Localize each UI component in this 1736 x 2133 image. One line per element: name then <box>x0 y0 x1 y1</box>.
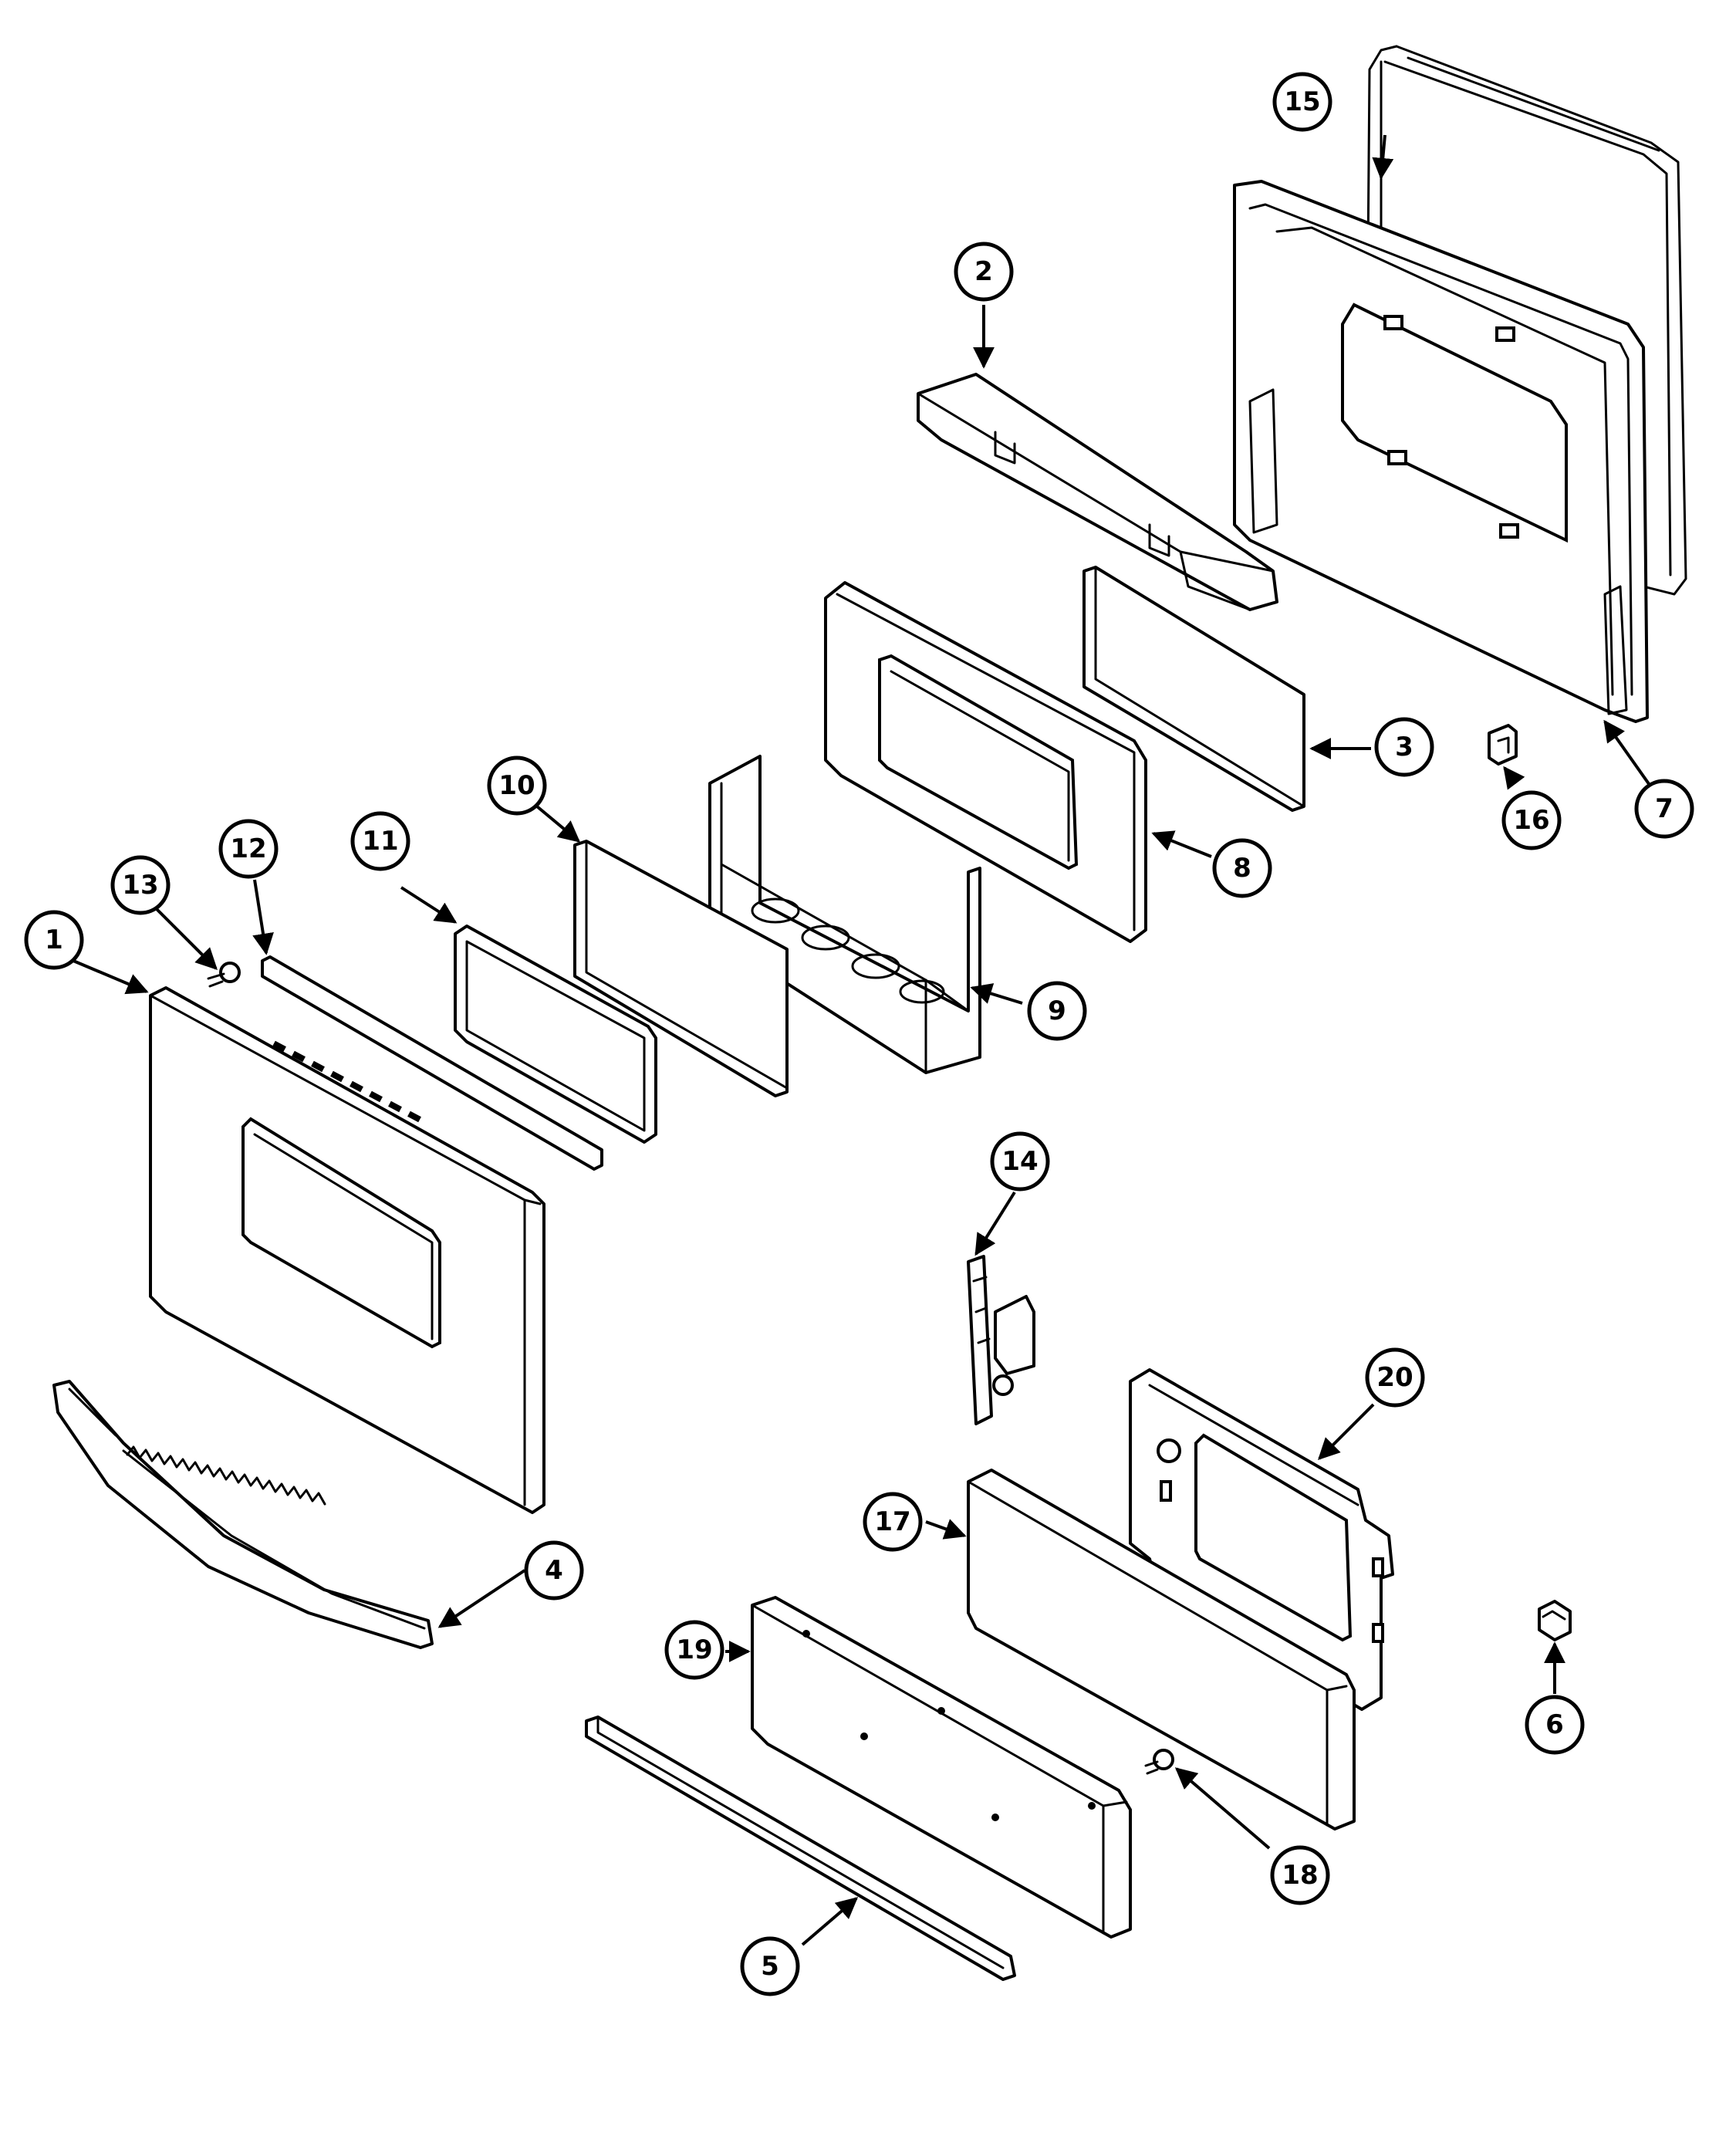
callout-label: 6 <box>1545 1709 1564 1740</box>
callout-6: 6 <box>1525 1695 1585 1755</box>
callout-3: 3 <box>1374 717 1434 777</box>
callout-16: 16 <box>1501 790 1562 850</box>
callout-15: 15 <box>1272 72 1332 132</box>
callout-14: 14 <box>990 1131 1050 1192</box>
part-11-glass-gasket <box>454 925 657 1144</box>
callout-1: 1 <box>24 910 84 970</box>
callout-10: 10 <box>487 756 547 816</box>
part-8-door-liner <box>824 581 1147 943</box>
part-12-trim-strip <box>261 955 603 1171</box>
callout-label: 11 <box>362 826 398 857</box>
callout-label: 13 <box>122 870 158 901</box>
callout-4: 4 <box>524 1540 584 1601</box>
part-18-screw <box>1144 1749 1174 1775</box>
part-16-clip <box>1488 724 1518 766</box>
callout-label: 20 <box>1376 1362 1413 1393</box>
callout-label: 19 <box>676 1634 712 1665</box>
part-5-trim-bar <box>585 1716 1016 1981</box>
callout-label: 17 <box>874 1506 910 1537</box>
callout-label: 18 <box>1282 1860 1318 1891</box>
callout-label: 7 <box>1655 793 1674 824</box>
part-14-hinge <box>967 1255 1035 1425</box>
callouts: 15 2 3 16 7 8 9 10 11 12 13 1 14 20 4 17… <box>24 72 1694 1996</box>
callout-12: 12 <box>218 819 279 879</box>
part-19-drawer-front <box>751 1596 1132 1939</box>
callout-label: 1 <box>45 925 63 955</box>
part-10-glass-panel <box>573 840 789 1097</box>
part-13-screw <box>207 962 241 988</box>
part-4-door-handle <box>52 1380 434 1649</box>
callout-9: 9 <box>1027 981 1087 1041</box>
callout-17: 17 <box>863 1492 923 1552</box>
part-6-connector <box>1538 1600 1572 1641</box>
callout-label: 14 <box>1001 1146 1038 1177</box>
callout-5: 5 <box>740 1936 800 1996</box>
callout-label: 5 <box>761 1951 779 1982</box>
callout-label: 12 <box>230 833 266 864</box>
callout-label: 16 <box>1513 805 1549 836</box>
part-2-vent-channel <box>917 373 1278 611</box>
part-20-control-bracket <box>1129 1368 1394 1711</box>
callout-18: 18 <box>1270 1845 1330 1905</box>
callout-label: 15 <box>1284 86 1320 117</box>
part-7-inner-door-panel <box>1233 180 1649 723</box>
part-1-outer-door <box>149 986 545 1514</box>
callout-label: 10 <box>498 770 535 801</box>
callout-11: 11 <box>350 811 410 871</box>
callout-label: 4 <box>545 1555 563 1586</box>
part-17-control-panel <box>967 1469 1356 1830</box>
door-vent-slots <box>272 1040 421 1123</box>
callout-8: 8 <box>1212 838 1272 898</box>
leader-lines <box>73 134 1653 1946</box>
part-9-insulation-channel <box>708 755 981 1074</box>
part-3-glass-panel <box>1082 566 1305 812</box>
callout-2: 2 <box>954 242 1014 302</box>
callout-7: 7 <box>1634 779 1694 839</box>
callout-label: 9 <box>1048 996 1066 1026</box>
callout-20: 20 <box>1365 1347 1425 1408</box>
callout-label: 8 <box>1233 853 1251 884</box>
callout-label: 3 <box>1395 732 1413 762</box>
callout-13: 13 <box>110 855 171 915</box>
callout-label: 2 <box>974 256 993 287</box>
callout-19: 19 <box>664 1620 724 1680</box>
